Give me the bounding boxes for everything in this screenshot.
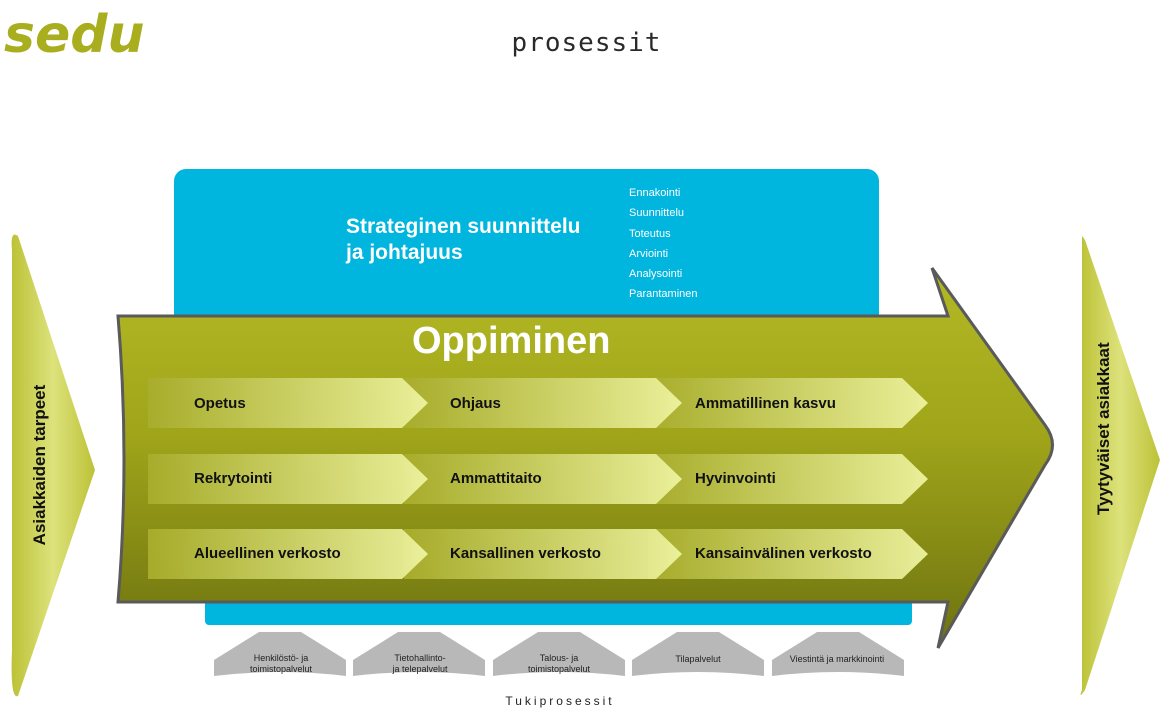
process-chevron <box>404 454 682 504</box>
strategy-steps-list: Ennakointi Suunnittelu Toteutus Arvioint… <box>629 183 698 305</box>
strategy-title-line1: Strateginen suunnittelu <box>346 215 581 238</box>
right-satisfied-customers-shape <box>1080 233 1160 695</box>
support-label-line: ja telepalvelut <box>392 664 448 674</box>
support-arrow <box>493 632 625 676</box>
strategy-step: Analysointi <box>629 268 683 281</box>
support-processes-title: Tukiprosessit <box>505 694 615 708</box>
process-chevron <box>648 454 928 504</box>
process-chevron <box>404 529 682 579</box>
strategy-step: Ennakointi <box>629 187 681 199</box>
support-label-line: Talous- ja <box>539 653 579 663</box>
support-process-arrows <box>214 632 904 676</box>
strategy-box <box>174 169 879 329</box>
strategy-step: Arviointi <box>629 247 669 260</box>
row-label: Ammatillinen kasvu <box>695 395 836 412</box>
support-label: Talous- ja toimistopalvelut <box>500 653 618 675</box>
left-customer-needs-shape <box>11 234 96 697</box>
process-chevron <box>404 378 682 428</box>
support-label-line: Tietohallinto- <box>394 653 446 663</box>
row-label: Ammattitaito <box>450 470 542 487</box>
main-learning-label: Oppiminen <box>412 320 611 362</box>
row-label: Ohjaus <box>450 395 501 412</box>
support-arrow <box>214 632 346 676</box>
support-label-line: Viestintä ja markkinointi <box>789 654 885 664</box>
support-label: Tilapalvelut <box>639 654 757 665</box>
row-label: Rekrytointi <box>194 470 273 487</box>
row-label: Kansallinen verkosto <box>450 545 601 562</box>
support-label: Tietohallinto- ja telepalvelut <box>361 653 479 675</box>
support-arrow <box>632 632 764 676</box>
row-label: Kansainvälinen verkosto <box>695 545 872 562</box>
sedu-logo: sedu <box>4 6 144 58</box>
process-chevron <box>648 378 928 428</box>
support-label-line: Henkilöstö- ja <box>253 653 309 663</box>
process-chevron <box>148 529 428 579</box>
support-arrow <box>353 632 485 676</box>
row-label: Hyvinvointi <box>695 470 776 487</box>
support-label-line: toimistopalvelut <box>249 664 313 674</box>
strategy-step: Suunnittelu <box>629 207 685 220</box>
process-chevron <box>148 454 428 504</box>
strategy-step: Parantaminen <box>629 288 698 301</box>
left-side-label: Asiakkaiden tarpeet <box>30 384 49 546</box>
support-label-line: toimistopalvelut <box>527 664 591 674</box>
row-label: Alueellinen verkosto <box>194 545 341 562</box>
strategy-title: Strateginen suunnittelu ja johtajuus <box>346 214 581 266</box>
strategy-step: Toteutus <box>629 227 671 240</box>
row-label: Opetus <box>194 395 246 412</box>
support-arrow <box>772 632 904 676</box>
support-label-line: Tilapalvelut <box>675 654 721 664</box>
page-title: prosessit <box>511 28 662 58</box>
logo-text: sedu <box>4 6 144 58</box>
process-chevron <box>148 378 428 428</box>
strategy-title-line2: ja johtajuus <box>346 241 463 264</box>
support-label: Viestintä ja markkinointi <box>772 654 902 665</box>
process-chevron <box>648 529 928 579</box>
right-side-label: Tyytyväiset asiakkaat <box>1094 342 1113 515</box>
process-rows <box>148 378 928 579</box>
support-label: Henkilöstö- ja toimistopalvelut <box>222 653 340 675</box>
